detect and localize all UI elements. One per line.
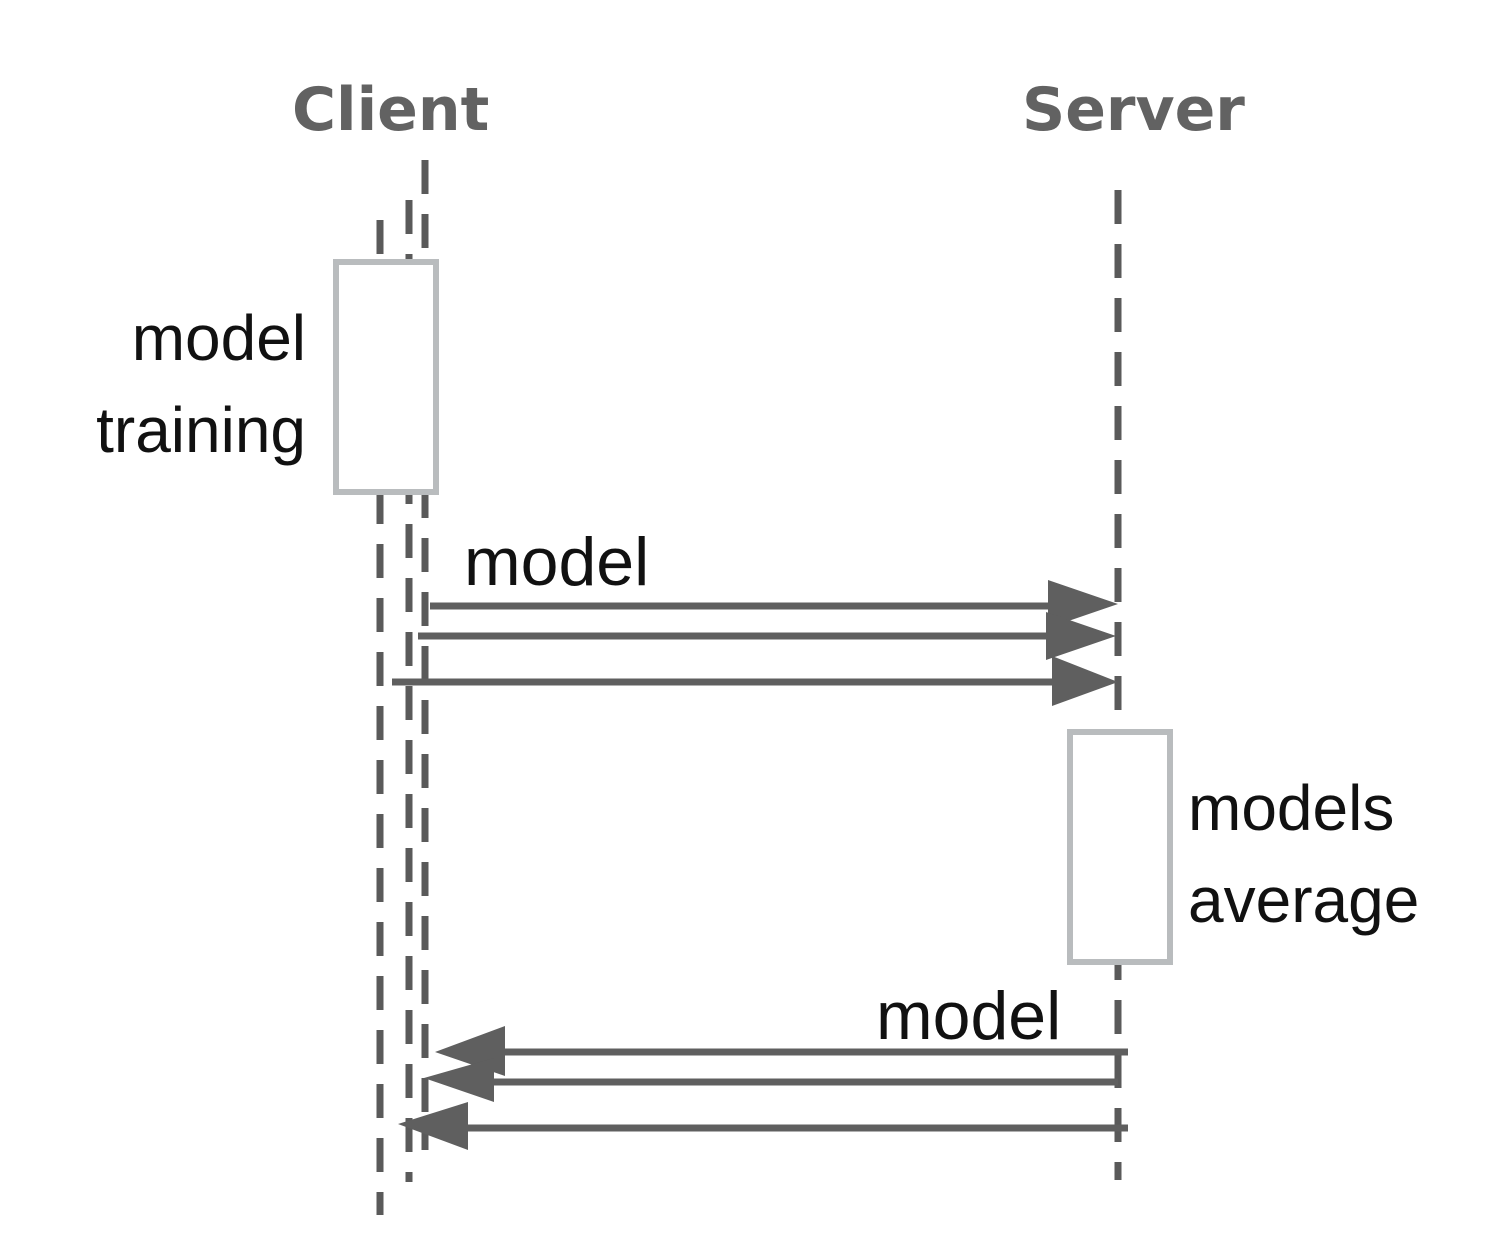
client-note-line2: training (96, 394, 306, 466)
message-to-client-label: model (876, 978, 1062, 1054)
arrows-to-client (398, 1026, 1128, 1150)
client-note-line1: model (131, 302, 306, 374)
participant-client: Client (292, 75, 490, 145)
client-activation-box (333, 259, 439, 495)
server-activation-box (1067, 729, 1173, 965)
message-to-server-label: model (464, 524, 650, 600)
server-note-line2: average (1188, 864, 1420, 936)
arrows-to-server (392, 580, 1118, 706)
server-note-line1: models (1188, 772, 1395, 844)
participant-server: Server (1022, 75, 1245, 145)
client-note: model training (30, 292, 306, 476)
server-note: models average (1188, 762, 1488, 946)
